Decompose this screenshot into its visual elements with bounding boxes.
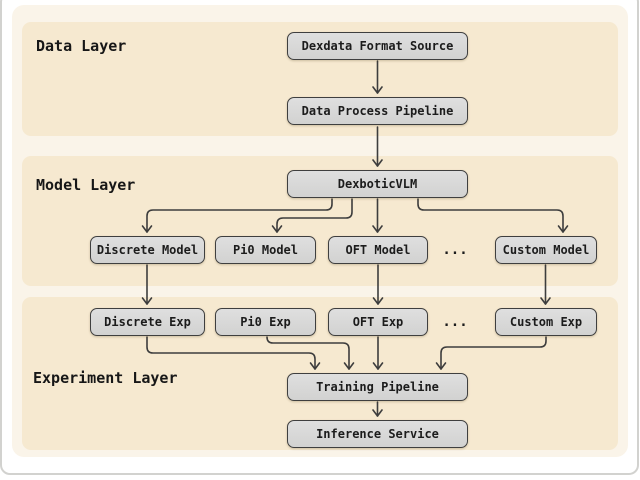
node-dexbotic-vlm: DexboticVLM: [287, 170, 468, 198]
label-data-layer: Data Layer: [36, 37, 127, 55]
node-pi0-model: Pi0 Model: [215, 236, 316, 264]
edge-oft-model-to-exp: [372, 264, 384, 305]
node-discrete-model: Discrete Model: [90, 236, 205, 264]
node-custom-model: Custom Model: [495, 236, 597, 264]
ellipsis-model-row: ...: [442, 242, 468, 258]
node-custom-exp: Custom Exp: [495, 308, 597, 336]
node-data-process-pipeline: Data Process Pipeline: [287, 97, 468, 125]
node-training-pipeline: Training Pipeline: [287, 373, 468, 401]
edge-oft-exp-to-training: [372, 336, 384, 370]
edge-dexdata-to-process: [372, 60, 383, 94]
node-oft-exp: OFT Exp: [328, 308, 428, 336]
node-discrete-exp: Discrete Exp: [90, 308, 205, 336]
edge-vlm-to-pi0-model: [271, 198, 353, 233]
edge-vlm-to-oft-model: [372, 198, 383, 233]
edge-process-to-vlm: [372, 126, 383, 167]
node-inference-service: Inference Service: [287, 420, 468, 448]
label-model-layer: Model Layer: [36, 176, 136, 194]
edge-pi0-exp-to-training: [266, 336, 355, 370]
edge-custom-model-to-exp: [540, 264, 551, 305]
edge-vlm-to-custom-model: [417, 198, 569, 233]
node-dexdata-format-source: Dexdata Format Source: [287, 32, 468, 60]
label-experiment-layer: Experiment Layer: [33, 369, 178, 387]
edge-discrete-model-to-exp: [141, 264, 153, 305]
node-oft-model: OFT Model: [328, 236, 428, 264]
edge-custom-exp-to-training: [435, 336, 547, 370]
edge-training-to-inference: [372, 401, 383, 417]
edge-vlm-to-discrete-model: [141, 198, 333, 233]
edge-discrete-exp-to-training: [146, 336, 321, 370]
ellipsis-experiment-row: ...: [442, 314, 468, 330]
node-pi0-exp: Pi0 Exp: [215, 308, 316, 336]
